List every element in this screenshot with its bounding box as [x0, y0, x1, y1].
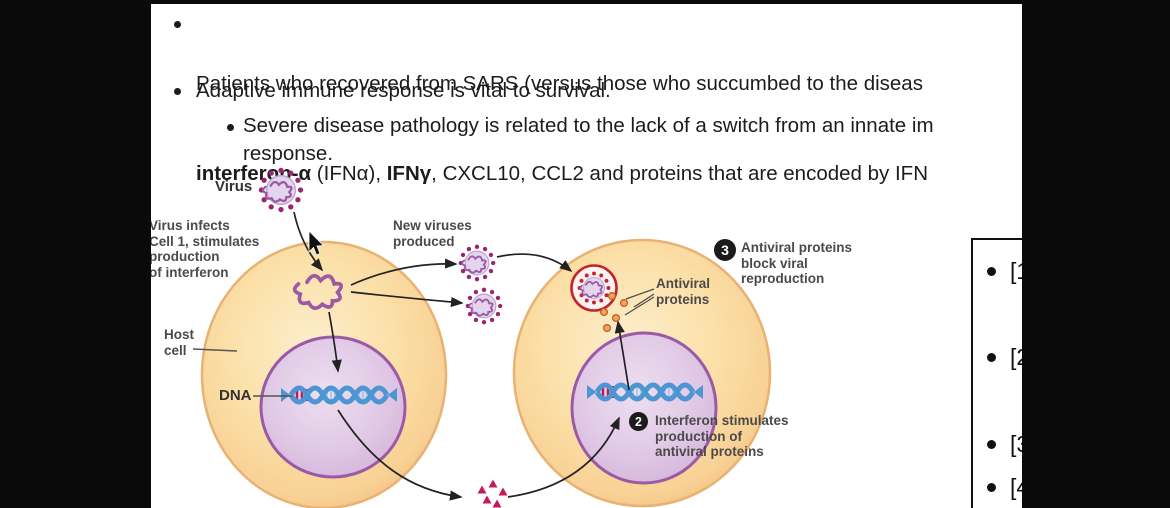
step-3-badge: 3 — [714, 239, 736, 261]
interferon-pathway-diagram — [192, 0, 772, 508]
bullet-1: Patients who recovered from SARS (versus… — [196, 9, 928, 249]
bullet-2: Adaptive immune response is vital to sur… — [196, 79, 611, 102]
new-virus-1 — [459, 245, 496, 282]
host-cell-2 — [512, 238, 772, 508]
arrow-dna-to-interferon — [337, 409, 463, 501]
flow-arrows — [293, 211, 630, 501]
mouse-cursor — [308, 230, 325, 256]
panel-item-text: [3 — [1010, 431, 1022, 457]
antiviral-protein-dots — [600, 292, 629, 333]
arrow-nucleus-to-antiviral — [614, 320, 630, 391]
antiviral-proteins-label: Antiviral proteins — [656, 276, 711, 307]
step-3-text: Antiviral proteins block viral reproduct… — [741, 240, 853, 286]
new-virus-2 — [466, 288, 503, 325]
dna-label: DNA — [219, 387, 252, 404]
seg-ifna: (IFNα), — [311, 162, 387, 185]
virus-label: Virus — [215, 178, 253, 195]
arrow-interferon-to-cell2 — [507, 416, 620, 498]
virus-particle — [259, 168, 303, 212]
panel-bullet-dot — [987, 483, 996, 492]
step-2-text: Interferon stimulates production of anti… — [655, 413, 789, 459]
host-cell-pointer-line — [192, 348, 238, 352]
panel-item-text: [1 — [1010, 258, 1022, 284]
bullet-dot — [174, 88, 181, 95]
panel-bullet-dot — [987, 440, 996, 449]
panel-item: [1 — [987, 258, 1022, 285]
blocked-virus — [570, 264, 618, 312]
panel-bullet-dot — [987, 353, 996, 362]
nucleus-1 — [259, 335, 407, 479]
sub-bullet-dot — [227, 124, 234, 131]
seg-rest: , CXCL10, CCL2 and proteins that are enc… — [431, 162, 929, 185]
arrow-virus-to-cell2 — [496, 253, 573, 273]
virus-infects-caption: Virus infects Cell 1, stimulates product… — [149, 218, 260, 280]
bullet-dot — [174, 21, 181, 28]
slide-content: Patients who recovered from SARS (versus… — [147, 0, 1022, 508]
interferon-molecules — [477, 479, 508, 508]
panel-item: [3 — [987, 431, 1022, 458]
arrow-new-virus-bottom — [350, 291, 464, 308]
panel-item: [2 — [987, 344, 1022, 371]
host-cell-label: Host cell — [164, 327, 194, 358]
panel-bullet-dot — [987, 267, 996, 276]
bold-ifng: IFNγ — [386, 162, 432, 185]
bullet-1-line-1: Patients who recovered from SARS (versus… — [196, 72, 923, 95]
antiviral-pointer-lines — [624, 288, 655, 316]
host-cell-1 — [200, 240, 448, 508]
arrow-virus-entry — [293, 211, 324, 272]
step-2-badge: 2 — [629, 412, 648, 431]
reference-panel: [1 [2 [3 [4 — [971, 238, 1022, 508]
slide-top-edge — [151, 0, 1022, 4]
panel-item-text: [4 — [1010, 474, 1022, 500]
nucleus-2 — [570, 331, 718, 485]
bullet-1-line-2: interferon-α (IFNα), IFNγ, CXCL10, CCL2 … — [196, 159, 928, 189]
panel-item-text: [2 — [1010, 344, 1022, 370]
arrow-new-virus-top — [350, 258, 458, 286]
arrow-genome-to-nucleus — [328, 311, 342, 373]
bullet-3: Severe disease pathology is related to t… — [243, 114, 934, 165]
panel-item: [4 — [987, 474, 1022, 501]
new-viruses-label: New viruses produced — [393, 218, 472, 249]
